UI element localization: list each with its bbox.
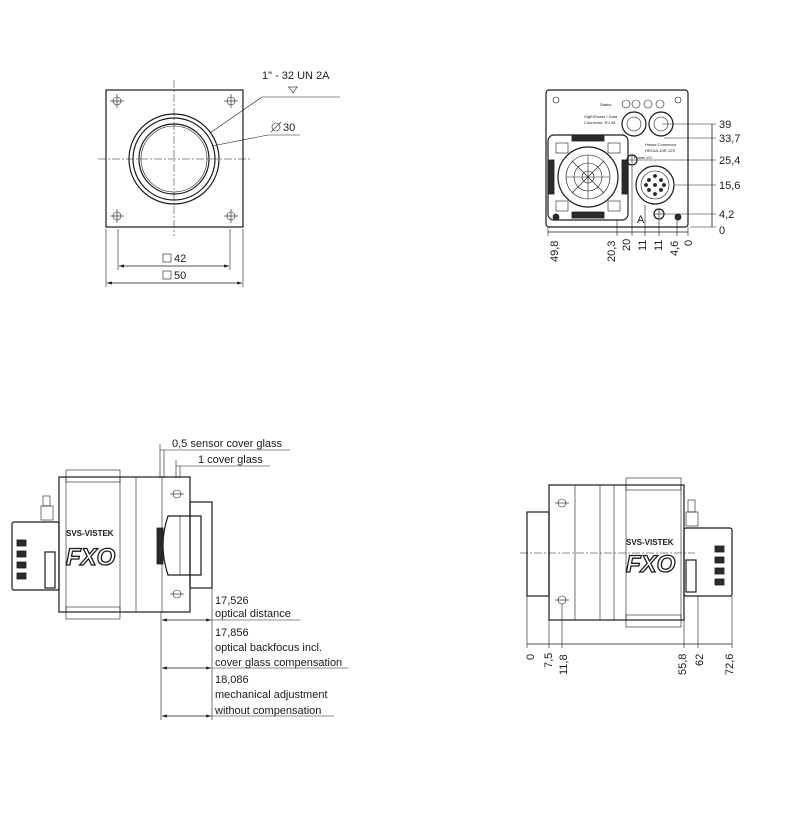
gige-tiny-label: GigE/Power / Data [584, 114, 618, 119]
sensor-glass-label: 0,5 sensor cover glass [172, 438, 283, 450]
side-right-dim: 11,8 [558, 654, 570, 675]
rear-right-dim: 39 [719, 119, 731, 131]
rear-bottom-dim: 49,8 [549, 241, 561, 262]
status-led-icon [621, 99, 665, 109]
mechanical-value: 18,086 [215, 674, 249, 686]
side-right-dim: 55,8 [677, 654, 689, 675]
backfocus-label-2: cover glass compensation [215, 657, 342, 669]
rear-right-dimensions: 39 33,7 25,4 15,6 4,2 0 [637, 119, 740, 237]
cover-glass-label: 1 cover glass [198, 454, 263, 466]
backfocus-label-1: optical backfocus incl. [215, 642, 322, 654]
rear-right-dim: 33,7 [719, 133, 740, 145]
inner-square-dim: 42 [174, 253, 186, 265]
rear-bottom-dim: 20 [621, 239, 633, 251]
front-mount-holes [110, 94, 238, 223]
brand-label: SVS-VISTEK [626, 538, 674, 547]
surface-finish-icon [288, 86, 298, 94]
rear-bottom-dim: 4,6 [669, 241, 681, 256]
rear-right-dim: 15,6 [719, 180, 740, 192]
marker-label: A [637, 214, 645, 226]
rear-bottom-dim: 0 [683, 240, 695, 246]
model-label: FXO [626, 551, 676, 578]
connector-pins [16, 539, 27, 580]
rear-body [545, 89, 689, 228]
square-symbol-icon [162, 270, 172, 280]
connector-pins [714, 545, 725, 586]
optical-distance-value: 17,526 [215, 595, 249, 607]
side-right-bottom-dimensions: 0 7,5 11,8 55,8 62 72,6 [525, 596, 736, 675]
diameter-value: 30 [283, 122, 295, 134]
side-connector-block-right [683, 527, 733, 597]
side-right-dim: 72,6 [724, 654, 736, 675]
lens-mount [128, 113, 220, 205]
power-io-tiny-label: Power I/O [634, 155, 652, 160]
rear-bottom-dimensions: 49,8 20,3 20 11 11 4,6 0 [547, 166, 695, 262]
gige-tiny-label-2: Connector: RJ-45 [584, 120, 616, 125]
rear-right-dim: 4,2 [719, 209, 734, 221]
rear-right-dim: 0 [719, 225, 725, 237]
backfocus-value: 17,856 [215, 627, 249, 639]
brand-label: SVS-VISTEK [66, 529, 114, 538]
thread-label: 1" - 32 UN 2A [262, 70, 330, 82]
side-view-right: SVS-VISTEK FXO 0 7,5 11,8 55,8 62 72,6 [520, 477, 736, 675]
side-right-dim: 62 [694, 654, 706, 666]
mechanical-label-2: without compensation [214, 705, 321, 717]
model-label: FXO [66, 544, 116, 571]
hirose-connector-icon [635, 165, 675, 205]
hirose-tiny-label: Hirose Connector [645, 142, 677, 147]
optical-distance-label: optical distance [215, 608, 291, 620]
rear-heatsink [547, 134, 629, 221]
rear-bottom-dim: 11 [637, 240, 649, 251]
side-view-left: SVS-VISTEK FXO 0,5 sensor cover glass 1 … [11, 438, 348, 720]
side-right-dim: 0 [525, 654, 537, 660]
front-body [105, 89, 244, 228]
mechanical-label-1: mechanical adjustment [215, 689, 328, 701]
status-tiny-label: Status [600, 102, 611, 107]
hirose-tiny-label-2: HR10A-10R-12S [645, 148, 675, 153]
rear-right-dim: 25,4 [719, 155, 740, 167]
front-view: 1" - 32 UN 2A 30 42 50 [98, 70, 340, 287]
led-indicator-icon [626, 154, 665, 220]
rear-bottom-dim: 20,3 [606, 241, 618, 262]
side-right-dim: 7,5 [543, 653, 555, 668]
side-lens-block-right [526, 511, 550, 597]
square-symbol-icon [162, 253, 172, 263]
rear-view: Status GigE/Power / Data Connector: RJ-4… [545, 89, 740, 262]
rear-bottom-dim: 11 [653, 240, 665, 251]
outer-square-dim: 50 [174, 270, 186, 282]
diameter-symbol-icon [270, 121, 282, 133]
